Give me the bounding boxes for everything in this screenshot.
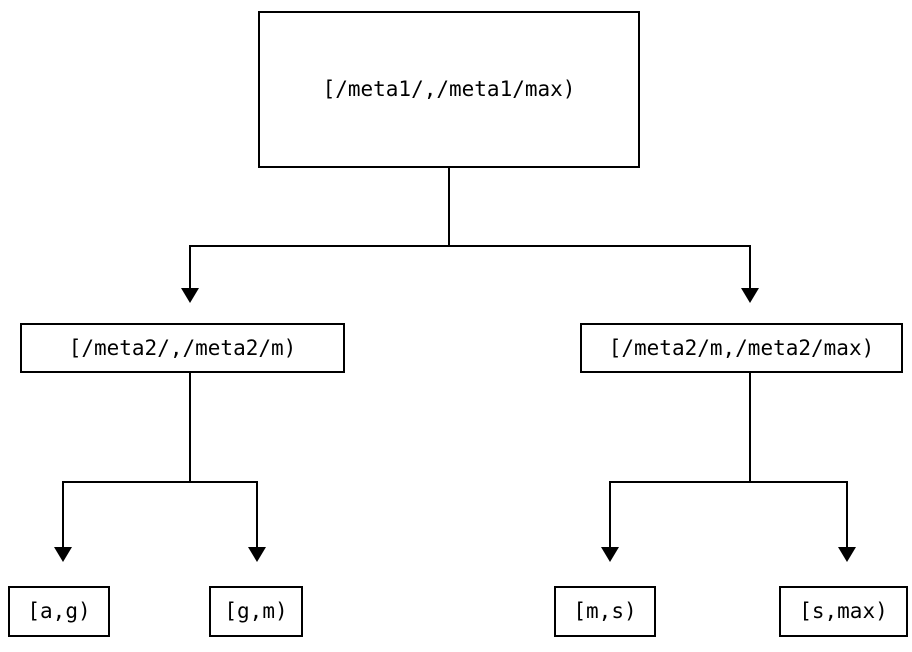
edge-root-to-mid-right-drop xyxy=(749,245,751,289)
tree-node-root[interactable]: [/meta1/,/meta1/max) xyxy=(258,11,640,168)
arrowhead-root-to-mid-right-icon xyxy=(741,288,759,303)
arrowhead-mid-right-to-leaf3-icon xyxy=(601,547,619,562)
tree-node-mid-right-label: [/meta2/m,/meta2/max) xyxy=(608,335,875,360)
tree-node-leaf-1-label: [a,g) xyxy=(27,599,91,623)
tree-node-leaf-2[interactable]: [g,m) xyxy=(209,586,303,637)
tree-node-leaf-4[interactable]: [s,max) xyxy=(779,586,908,637)
tree-node-leaf-1[interactable]: [a,g) xyxy=(8,586,110,637)
arrowhead-mid-left-to-leaf1-icon xyxy=(54,547,72,562)
tree-node-leaf-4-label: [s,max) xyxy=(799,599,888,623)
tree-node-leaf-3[interactable]: [m,s) xyxy=(554,586,656,637)
tree-node-leaf-2-label: [g,m) xyxy=(224,599,288,623)
edge-root-crossbar xyxy=(189,245,751,247)
edge-mid-right-stem xyxy=(749,373,751,482)
arrowhead-root-to-mid-left-icon xyxy=(181,288,199,303)
edge-mid-right-to-leaf3-drop xyxy=(609,481,611,548)
arrowhead-mid-right-to-leaf4-icon xyxy=(838,547,856,562)
edge-mid-right-to-leaf4-drop xyxy=(846,481,848,548)
edge-mid-left-crossbar xyxy=(62,481,258,483)
tree-node-leaf-3-label: [m,s) xyxy=(573,599,637,623)
tree-node-mid-right[interactable]: [/meta2/m,/meta2/max) xyxy=(580,323,903,373)
edge-mid-left-stem xyxy=(189,373,191,482)
tree-node-mid-left-label: [/meta2/,/meta2/m) xyxy=(68,335,297,360)
arrowhead-mid-left-to-leaf2-icon xyxy=(248,547,266,562)
edge-root-to-mid-left-drop xyxy=(189,245,191,289)
edge-mid-left-to-leaf2-drop xyxy=(256,481,258,548)
edge-mid-left-to-leaf1-drop xyxy=(62,481,64,548)
tree-node-mid-left[interactable]: [/meta2/,/meta2/m) xyxy=(20,323,345,373)
edge-root-stem xyxy=(448,168,450,246)
edge-mid-right-crossbar xyxy=(609,481,848,483)
tree-node-root-label: [/meta1/,/meta1/max) xyxy=(322,77,576,101)
